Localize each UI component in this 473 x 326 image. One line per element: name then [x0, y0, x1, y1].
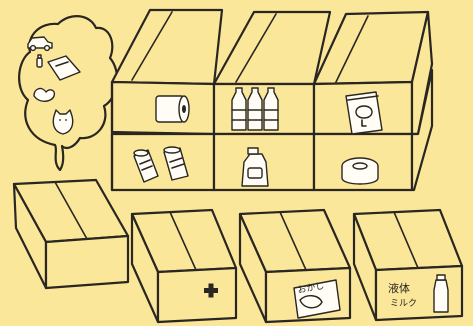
- cat-toy-icon: [53, 110, 72, 134]
- toilet-paper-roll-icon: [156, 96, 189, 122]
- milk-box: 液体 ミルク: [354, 210, 462, 320]
- milk-label-line1: 液体: [388, 281, 410, 295]
- milk-bottle-icon: [434, 275, 448, 312]
- shelf-box-bottom-1: [112, 134, 214, 190]
- paper-sheet-icon: [48, 56, 80, 80]
- canned-food-icon: [342, 158, 378, 184]
- water-bottles-icon: [232, 88, 278, 130]
- bird-toy-icon: [34, 89, 54, 102]
- car-icon: [28, 37, 52, 50]
- shelf-stack: [112, 10, 432, 190]
- snack-bag-icon: [346, 92, 382, 134]
- bottle-icon: [37, 55, 42, 67]
- first-aid-box: [132, 210, 236, 322]
- milk-label-line2: ミルク: [390, 298, 417, 309]
- empty-box-left: [14, 180, 128, 288]
- thought-bubble: [19, 16, 117, 170]
- snack-box: おかし: [240, 210, 350, 322]
